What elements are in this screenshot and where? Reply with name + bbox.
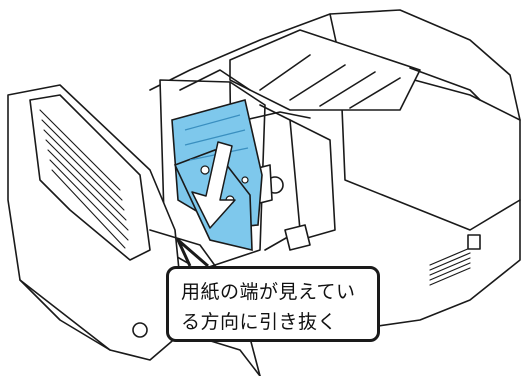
pull-direction-arrow-icon	[191, 141, 236, 229]
callout-line-2: る方向に引き抜く	[181, 311, 338, 333]
callout-line-1: 用紙の端が見えてい	[181, 281, 356, 303]
instruction-callout: 用紙の端が見えてい る方向に引き抜く	[166, 266, 380, 342]
